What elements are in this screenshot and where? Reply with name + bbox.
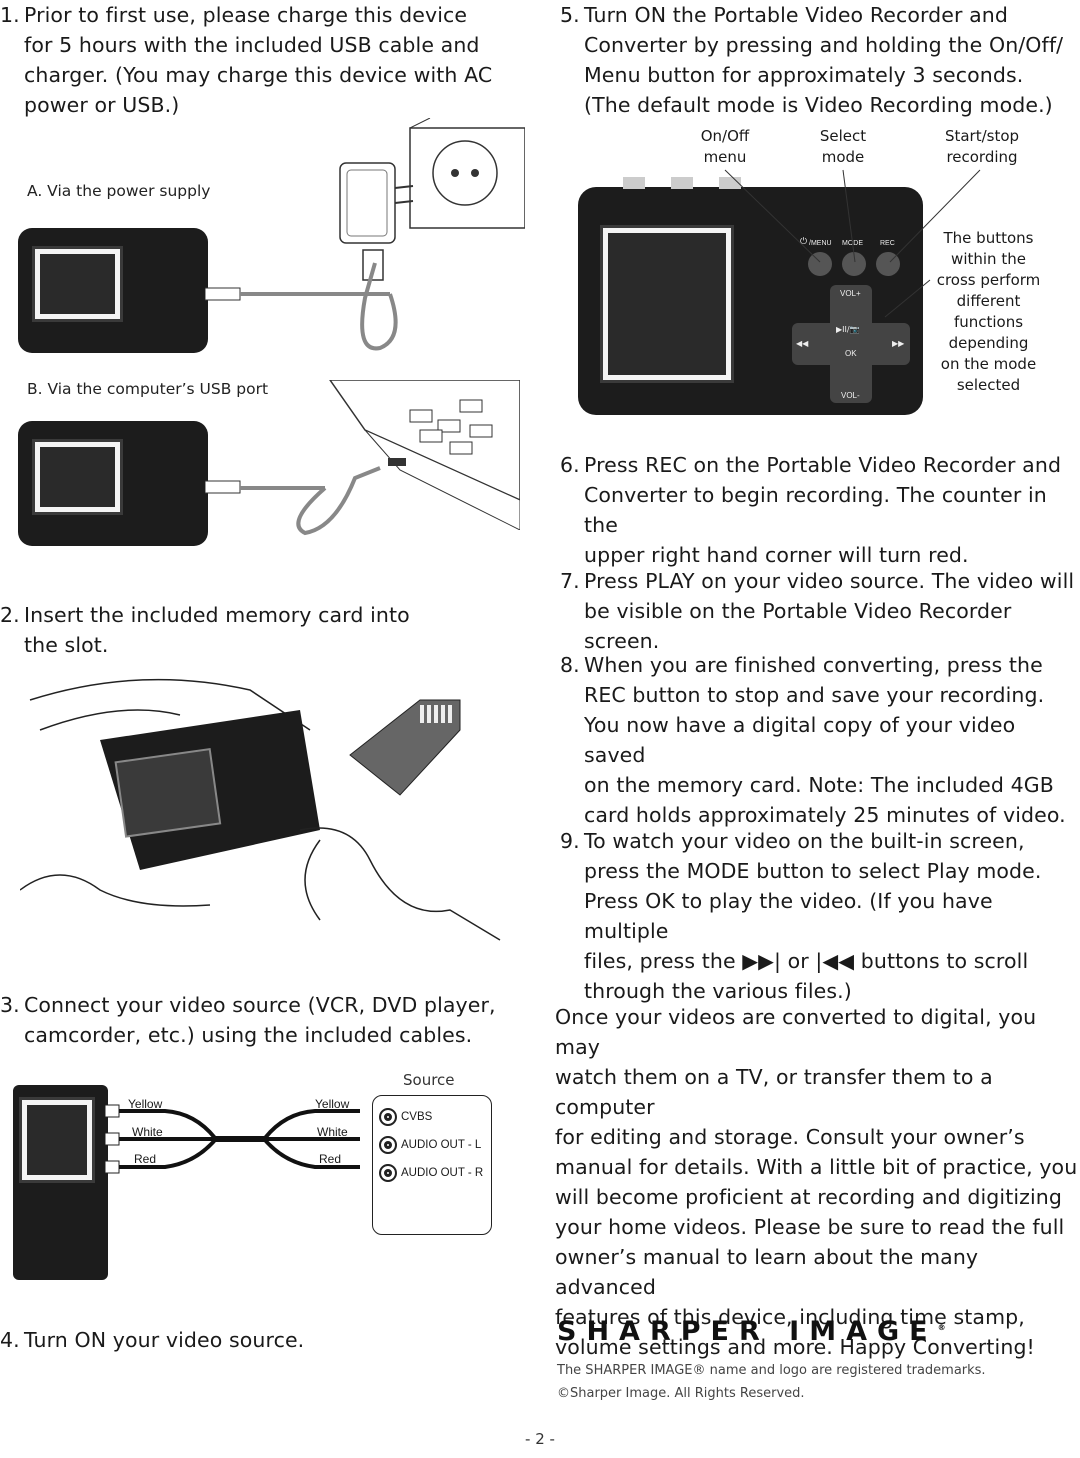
- step-4: 4. Turn ON your video source.: [0, 1325, 520, 1355]
- port-label: CVBS: [401, 1111, 433, 1123]
- right-red-label: Red: [319, 1152, 342, 1166]
- step-7: 7. Press PLAY on your video source. The …: [560, 566, 1080, 656]
- caption-usb-port: B. Via the computer’s USB port: [27, 380, 269, 398]
- power-icon: ⏻: [800, 237, 808, 247]
- step-2: 2. Insert the included memory card into …: [0, 600, 520, 660]
- source-title: Source: [403, 1071, 455, 1089]
- copyright-notice: ©Sharper Image. All Rights Reserved.: [557, 1386, 805, 1401]
- logo-text: SHARPER IMAGE: [557, 1316, 938, 1347]
- logo-registered: ®: [937, 1323, 946, 1332]
- device-illustration-side: [13, 1085, 108, 1280]
- device-illustration-b: [18, 421, 208, 546]
- step-text: Turn ON your video source.: [24, 1328, 305, 1352]
- dpad-prev: ◀◀: [796, 339, 809, 348]
- port-audio-r: AUDIO OUT - R: [379, 1164, 483, 1182]
- right-white-label: White: [317, 1125, 348, 1139]
- rec-button-label: REC: [880, 240, 895, 247]
- dpad-ok: OK: [845, 349, 857, 358]
- label-cross-buttons: The buttons within the cross perform dif…: [936, 229, 1041, 394]
- brand-logo: SHARPER IMAGE®: [557, 1316, 946, 1347]
- step-text: To watch your video on the built-in scre…: [584, 829, 1042, 1003]
- step-number: 4.: [0, 1328, 20, 1352]
- trademark-notice: The SHARPER IMAGE® name and logo are reg…: [557, 1363, 986, 1378]
- step-number: 5.: [560, 3, 580, 27]
- dpad-next: ▶▶: [892, 339, 905, 348]
- dpad-play-photo: ▶II/📷: [836, 325, 860, 334]
- rca-port-icon: [379, 1164, 397, 1182]
- step-9: 9. To watch your video on the built-in s…: [560, 826, 1080, 1006]
- wall-socket-adapter-illustration: [339, 118, 525, 281]
- label-on-off-menu: On/Off menu: [700, 127, 750, 166]
- dpad: VOL+ ▶II/📷 OK VOL- ◀◀ ▶▶: [792, 285, 910, 403]
- label-start-stop: Start/stop recording: [944, 127, 1020, 166]
- port-label: AUDIO OUT - L: [401, 1139, 482, 1151]
- top-connectors: [623, 177, 743, 189]
- menu-button: [808, 252, 832, 276]
- right-yellow-label: Yellow: [315, 1097, 350, 1111]
- av-cable-illustration: [105, 1104, 360, 1174]
- step-text: When you are finished converting, press …: [584, 653, 1066, 827]
- step-8: 8. When you are finished converting, pre…: [560, 650, 1080, 830]
- step-1: 1. Prior to first use, please charge thi…: [0, 0, 520, 120]
- step-number: 9.: [560, 829, 580, 853]
- step-3: 3. Connect your video source (VCR, DVD p…: [0, 990, 520, 1050]
- dpad-vol-down: VOL-: [841, 391, 860, 400]
- step-number: 1.: [0, 3, 20, 27]
- step-text: Press REC on the Portable Video Recorder…: [584, 453, 1062, 567]
- usb-cable-illustration-a: [205, 262, 398, 351]
- step-number: 3.: [0, 993, 20, 1017]
- left-white-label: White: [132, 1125, 163, 1139]
- rca-port-icon: [379, 1108, 397, 1126]
- label-select-mode: Select mode: [819, 127, 867, 166]
- menu-button-label: /MENU: [809, 240, 832, 247]
- port-audio-l: AUDIO OUT - L: [379, 1136, 481, 1154]
- step-text: Press PLAY on your video source. The vid…: [584, 569, 1075, 653]
- device-screen: [19, 1097, 95, 1183]
- closing-text: Once your videos are converted to digita…: [555, 1005, 1078, 1359]
- device-screen: [600, 225, 734, 383]
- device-buttons-figure: On/Off menu Select mode Start/stop recor…: [570, 122, 1075, 422]
- usb-cable-illustration-b: [205, 466, 381, 536]
- laptop-illustration: [329, 380, 520, 530]
- step-text: Insert the included memory card into the…: [24, 603, 410, 657]
- callout-lines: [724, 169, 981, 318]
- step-number: 8.: [560, 653, 580, 677]
- step-5: 5. Turn ON the Portable Video Recorder a…: [560, 0, 1080, 120]
- device-screen: [32, 439, 123, 515]
- device-illustration-a: [18, 228, 208, 353]
- port-cvbs: CVBS: [379, 1108, 432, 1126]
- left-red-label: Red: [134, 1152, 157, 1166]
- source-panel: CVBS AUDIO OUT - L AUDIO OUT - R: [372, 1095, 492, 1235]
- closing-paragraph: Once your videos are converted to digita…: [555, 1002, 1080, 1362]
- caption-power-supply: A. Via the power supply: [27, 182, 211, 200]
- step-text: Connect your video source (VCR, DVD play…: [24, 993, 496, 1047]
- step-number: 7.: [560, 569, 580, 593]
- page-number: - 2 -: [525, 1430, 555, 1448]
- device-illustration-main: ⏻ /MENU MODE REC VOL+ ▶II/📷 OK VOL- ◀◀ ▶…: [578, 177, 923, 415]
- step-number: 2.: [0, 603, 20, 627]
- left-yellow-label: Yellow: [128, 1097, 163, 1111]
- device-screen: [32, 246, 123, 322]
- step-text: Prior to first use, please charge this d…: [24, 3, 493, 117]
- step-number: 6.: [560, 453, 580, 477]
- step-text: Turn ON the Portable Video Recorder and …: [584, 3, 1064, 117]
- memory-card-insertion-illustration: [20, 678, 501, 941]
- port-label: AUDIO OUT - R: [401, 1167, 484, 1179]
- charging-figure: A. Via the power supply B. Via the compu…: [15, 118, 525, 558]
- rca-port-icon: [379, 1136, 397, 1154]
- step-6: 6. Press REC on the Portable Video Recor…: [560, 450, 1080, 570]
- dpad-vol-up: VOL+: [840, 289, 861, 298]
- cable-connection-figure: Yellow White Red Yellow White Red Source…: [10, 1065, 530, 1285]
